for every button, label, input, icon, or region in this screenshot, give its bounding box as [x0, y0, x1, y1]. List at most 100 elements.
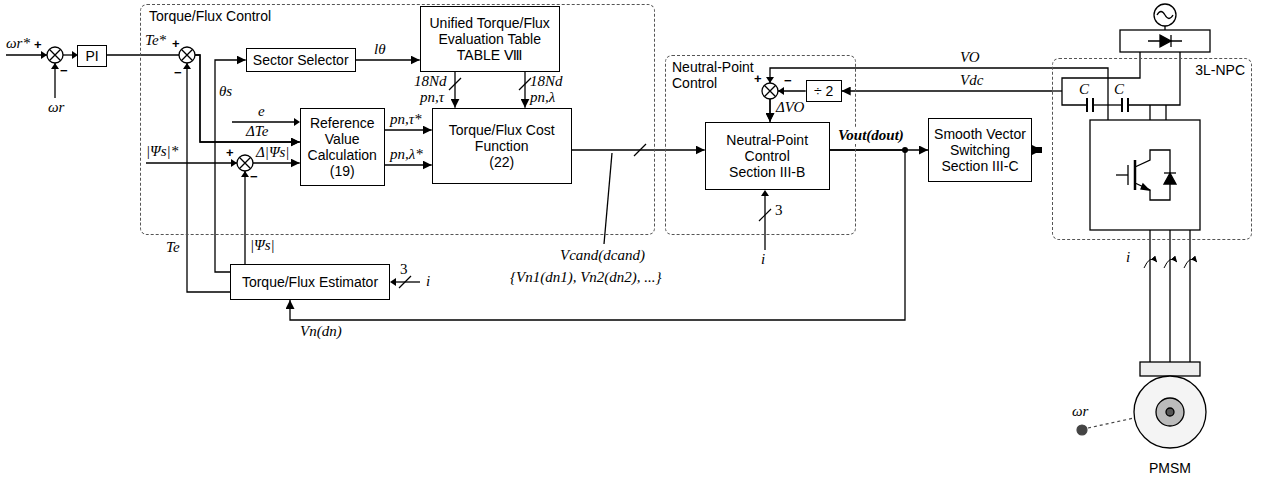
- signal-label: θs: [219, 84, 232, 100]
- arrow-head: [241, 171, 249, 177]
- summing-junction: [181, 49, 192, 60]
- signal-label: 18Nd: [530, 74, 563, 90]
- signal-label: pn,τ: [420, 90, 444, 106]
- box-text: PMSM: [1149, 460, 1191, 476]
- signal-wire: [604, 153, 612, 244]
- box-text: PI: [85, 48, 98, 64]
- motor-lead: [1149, 230, 1150, 362]
- arrow-head: [761, 190, 769, 196]
- arrow-head: [778, 87, 784, 95]
- signal-arrow: [842, 90, 1052, 91]
- signal-label: −: [784, 74, 792, 88]
- box-text: Unified Torque/Flux Evaluation Table: [425, 15, 555, 47]
- signal-arrow: [572, 149, 705, 150]
- signal-label: +: [172, 37, 180, 51]
- motor-symbol: [1134, 362, 1206, 448]
- signal-label: +: [226, 146, 234, 160]
- summing-junction: [179, 47, 195, 63]
- current-sensor: [1164, 259, 1177, 268]
- motor-symbol: [1140, 362, 1200, 376]
- signal-arrow: [356, 59, 420, 60]
- arrow-head: [183, 63, 191, 69]
- signal-label: {Vn1(dn1), Vn2(dn2), ...}: [510, 270, 662, 286]
- dc-link: [1052, 90, 1062, 91]
- igbt-bridge: [1164, 172, 1176, 173]
- box-text: Torque/Flux Estimator: [242, 274, 378, 290]
- signal-label: Vout(dout): [836, 128, 906, 144]
- signal-wire: [6, 54, 47, 55]
- dc-link: [1052, 52, 1180, 120]
- signal-label: −: [174, 66, 182, 80]
- igbt-bridge: [1141, 184, 1149, 190]
- bus-slash: [399, 276, 411, 288]
- signal-label: Vn(dn): [300, 324, 342, 340]
- arrow-head: [41, 51, 47, 59]
- ac-source: [1154, 4, 1176, 26]
- current-sensor: [1144, 259, 1197, 268]
- signal-label: Te*: [145, 33, 166, 49]
- signal-label: |Ψs|*: [146, 144, 178, 160]
- signal-arrow: [385, 164, 432, 165]
- process-box: ÷ 2: [806, 80, 842, 102]
- box-text: TABLE Ⅷ: [457, 47, 523, 63]
- motor-symbol: [1166, 408, 1174, 416]
- box-text: Torque/Flux Cost Function: [437, 122, 567, 154]
- signal-label: |Ψs|: [250, 238, 275, 254]
- box-text: (22): [489, 154, 514, 170]
- process-box: Smooth Vector SwitchingSection III-C: [928, 118, 1032, 182]
- box-text: (19): [330, 163, 355, 179]
- capacitor-symbol: [1092, 98, 1094, 112]
- signal-label: i: [426, 274, 430, 290]
- signal-label: pn,τ*: [390, 112, 422, 128]
- dc-link: [1128, 52, 1180, 105]
- signal-label: ωr: [48, 100, 64, 116]
- signal-label: lθ: [374, 42, 386, 58]
- group-heading: Torque/Flux Control: [149, 8, 271, 24]
- speed-sensor: [1077, 425, 1087, 435]
- ac-source: [1157, 12, 1173, 19]
- signal-arrow: [454, 72, 455, 108]
- dc-link: [1165, 105, 1166, 120]
- process-box: Unified Torque/Flux Evaluation TableTABL…: [420, 6, 560, 72]
- arrow-head: [766, 77, 774, 83]
- process-box: Sector Selector: [246, 48, 356, 72]
- signal-wire: [232, 121, 294, 122]
- summing-junction: [237, 155, 253, 171]
- signal-label: −: [60, 64, 68, 78]
- signal-label: ΔTe: [246, 124, 268, 140]
- signal-wire: [63, 54, 72, 55]
- motor-symbol: [1156, 398, 1184, 426]
- summing-junction: [239, 157, 250, 168]
- signal-label: Δ|Ψs|: [256, 145, 289, 161]
- signal-label: e: [258, 104, 265, 120]
- signal-label: pn,λ: [530, 90, 555, 106]
- speed-sensor: [1088, 418, 1134, 428]
- signal-arrow: [1169, 240, 1170, 362]
- rectifier: [1120, 30, 1210, 52]
- signal-arrow: [524, 72, 525, 108]
- motor-lead: [1169, 230, 1170, 240]
- igbt-bridge: [1116, 174, 1128, 175]
- summing-junction: [49, 49, 60, 60]
- signal-label: +: [34, 38, 42, 52]
- dc-link: [1062, 52, 1140, 105]
- bus-slash: [634, 144, 646, 156]
- signal-label: i: [761, 252, 765, 268]
- bus-slash: [449, 78, 461, 90]
- box-text: Section III-B: [729, 164, 805, 180]
- current-sensor: [1144, 259, 1157, 268]
- motor-lead: [1189, 230, 1190, 362]
- signal-wire: [6, 55, 765, 282]
- arrow-head: [41, 51, 784, 286]
- igbt-bridge: [1090, 120, 1200, 230]
- ac-source: [1154, 4, 1176, 30]
- signal-label: ωr*: [6, 36, 30, 52]
- signal-label: C: [1114, 82, 1124, 98]
- process-box: Neutral-Point ControlSection III-B: [705, 122, 830, 190]
- motor-lead: [1150, 230, 1190, 362]
- signal-label: ωr: [1072, 404, 1088, 420]
- process-box: PI: [77, 45, 107, 67]
- box-text: Reference Value Calculation: [305, 115, 380, 163]
- box-text: Sector Selector: [253, 52, 349, 68]
